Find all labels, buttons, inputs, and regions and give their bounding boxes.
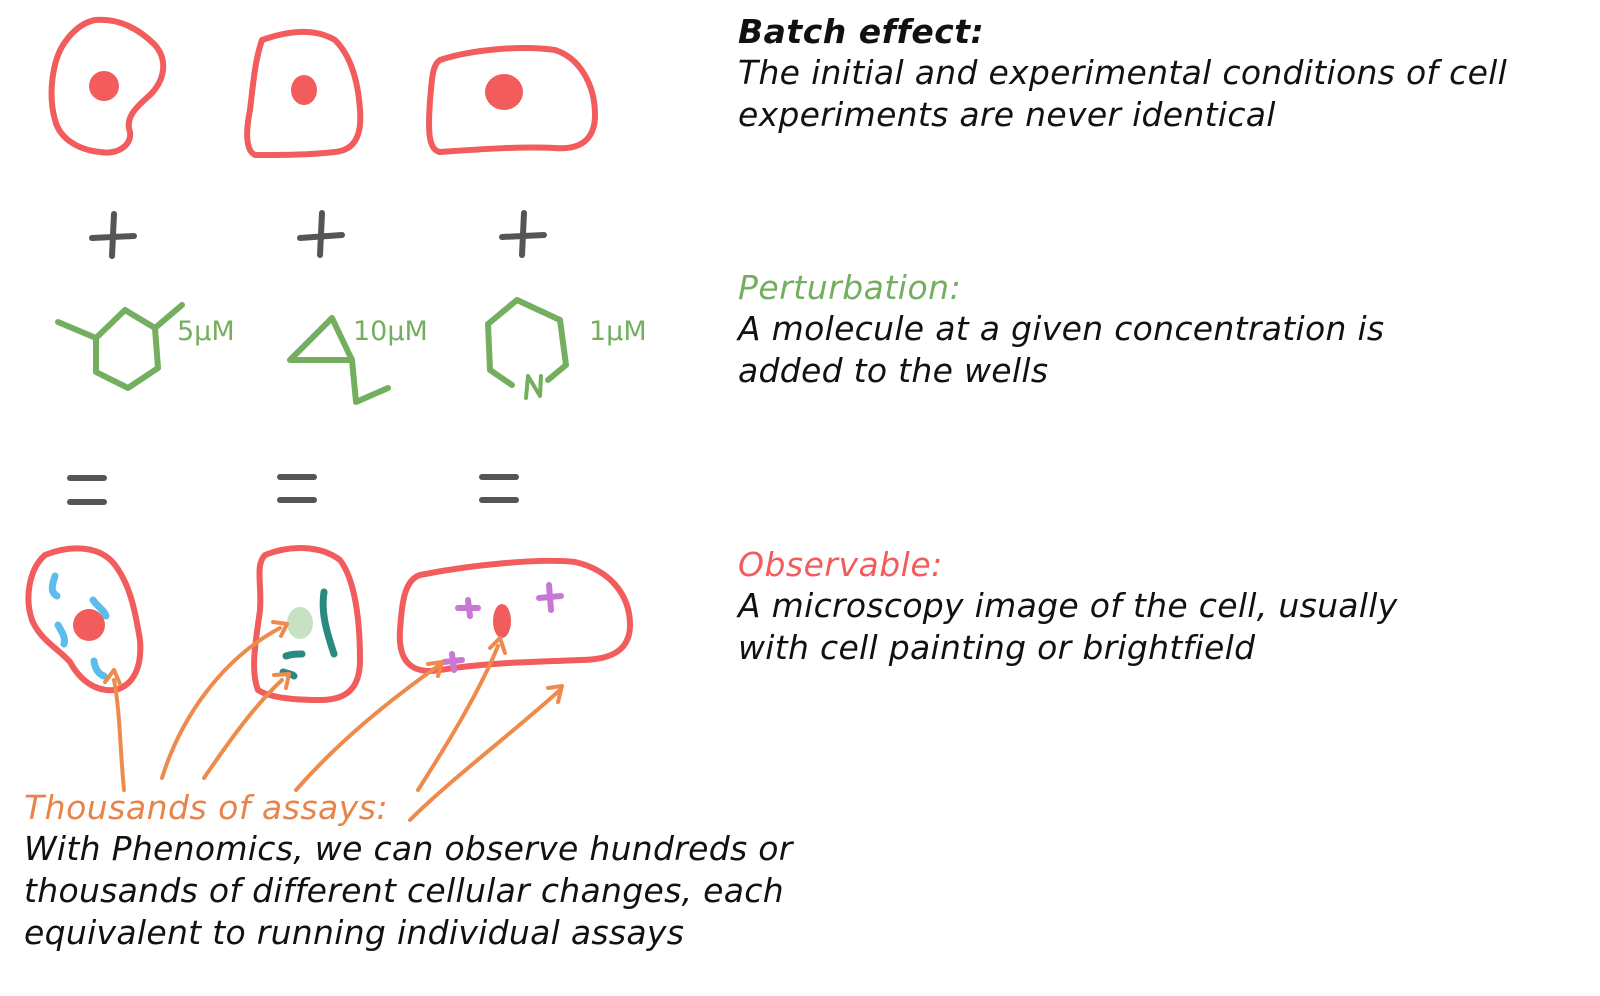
arrow-icon-4 xyxy=(294,664,440,792)
nucleus-top-3 xyxy=(485,74,523,110)
perturbation-line-2: added to the wells xyxy=(738,351,1049,390)
concentration-label-1: 5µM xyxy=(177,316,235,347)
arrow-icon-2 xyxy=(160,626,282,780)
perturbation-heading: Perturbation: xyxy=(738,268,962,307)
batch-effect-line-2: experiments are never identical xyxy=(738,95,1276,134)
assay-arrows xyxy=(103,620,564,822)
cell-outline-top-3 xyxy=(426,45,598,155)
stain-blue-marks xyxy=(48,572,110,680)
batch-effect-block: Batch effect: The initial and experiment… xyxy=(738,12,1507,136)
equals-icon-3 xyxy=(479,474,519,503)
plus-icon-1 xyxy=(89,211,137,259)
plus-icon-3 xyxy=(499,210,547,258)
nucleus-bottom-1 xyxy=(73,609,105,641)
molecule-cyclohexane-icon xyxy=(55,302,185,391)
arrow-icon-3 xyxy=(202,678,284,780)
observable-heading: Observable: xyxy=(738,545,943,584)
cell-outline-bottom-1 xyxy=(25,545,144,694)
assays-line-3: equivalent to running individual assays xyxy=(24,913,685,952)
molecule-piperidine-icon xyxy=(485,297,569,400)
equals-icon-2 xyxy=(277,474,317,503)
batch-effect-line-1: The initial and experimental conditions … xyxy=(738,53,1508,92)
nucleus-top-1 xyxy=(89,71,119,101)
assays-line-1: With Phenomics, we can observe hundreds … xyxy=(24,829,793,868)
nucleus-bottom-3 xyxy=(493,604,511,638)
observable-line-1: A microscopy image of the cell, usually xyxy=(738,586,1398,625)
cell-outline-bottom-2 xyxy=(251,545,363,703)
nucleus-top-2 xyxy=(291,75,317,105)
arrow-icon-1 xyxy=(112,678,126,792)
assays-block: Thousands of assays: With Phenomics, we … xyxy=(24,788,793,954)
arrow-icon-5 xyxy=(416,644,500,792)
plus-icon-2 xyxy=(297,210,345,258)
equals-icon-1 xyxy=(67,475,107,505)
assays-line-2: thousands of different cellular changes,… xyxy=(24,871,784,910)
perturbation-line-1: A molecule at a given concentration is xyxy=(738,309,1385,348)
stain-green-blob xyxy=(287,607,313,639)
observable-block: Observable: A microscopy image of the ce… xyxy=(738,545,1398,669)
arrow-icon-6 xyxy=(408,688,562,822)
cell-outline-top-2 xyxy=(244,28,364,158)
cell-outline-top-1 xyxy=(48,16,167,156)
batch-effect-heading: Batch effect: xyxy=(738,12,985,51)
concentration-label-3: 1µM xyxy=(589,316,647,347)
concentration-label-2: 10µM xyxy=(353,316,428,347)
assays-heading: Thousands of assays: xyxy=(24,788,389,827)
cell-outline-bottom-3 xyxy=(396,557,633,674)
stain-purple-marks xyxy=(441,582,564,673)
molecule-cyclopropyl-icon xyxy=(287,315,391,405)
perturbation-block: Perturbation: A molecule at a given conc… xyxy=(738,268,1384,392)
observable-line-2: with cell painting or brightfield xyxy=(738,628,1256,667)
